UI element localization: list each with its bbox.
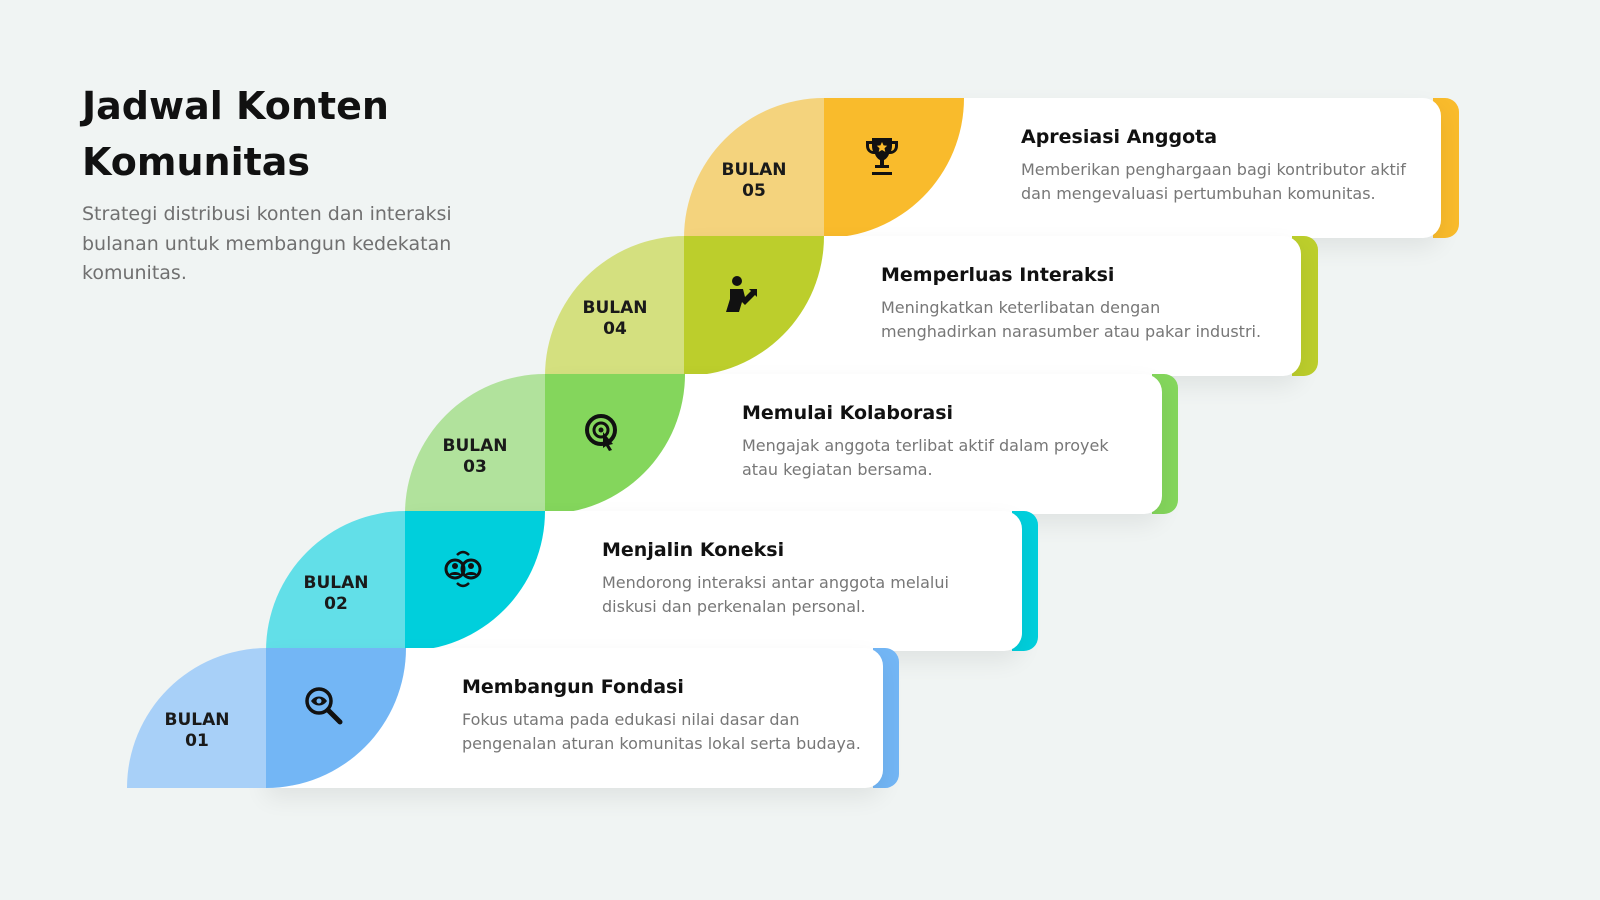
trophy-icon (860, 134, 904, 178)
month-label: BULAN 01 (127, 710, 267, 752)
month-badge: BULAN 01 (127, 648, 267, 788)
month-label: BULAN 05 (684, 160, 824, 202)
people-network-icon (441, 547, 485, 591)
eye-magnifier-icon (302, 684, 346, 728)
step-month-03: BULAN 03 Memulai Kolaborasi Mengajak ang… (0, 372, 1600, 516)
step-description: Meningkatkan keterlibatan dengan menghad… (881, 298, 1262, 341)
step-description: Fokus utama pada edukasi nilai dasar dan… (462, 710, 861, 753)
page-title: Jadwal Konten Komunitas (82, 84, 389, 184)
page-subtitle: Strategi distribusi konten dan interaksi… (82, 203, 452, 284)
month-label-number: 05 (742, 181, 766, 201)
step-month-01: BULAN 01 Membangun Fondasi Fokus utama p… (0, 646, 1600, 790)
month-label-number: 01 (185, 731, 209, 751)
month-label-word: BULAN (442, 436, 508, 456)
month-badge: BULAN 02 (266, 511, 406, 651)
target-icon (581, 410, 625, 454)
step-title: Membangun Fondasi (462, 676, 684, 698)
step-month-04: BULAN 04 Memperluas Interaksi Meningkatk… (0, 234, 1600, 378)
month-badge: BULAN 03 (405, 374, 545, 514)
step-month-05: BULAN 05 Apresiasi Anggota Memberikan pe… (0, 96, 1600, 240)
month-label: BULAN 02 (266, 573, 406, 615)
step-title: Menjalin Koneksi (602, 539, 785, 561)
step-title: Memperluas Interaksi (881, 264, 1115, 286)
step-description: Memberikan penghargaan bagi kontributor … (1021, 160, 1406, 203)
month-label: BULAN 03 (405, 436, 545, 478)
step-month-02: BULAN 02 Menjalin Koneksi Mendorong inte… (0, 509, 1600, 653)
month-label-number: 02 (324, 594, 348, 614)
person-growth-icon (720, 272, 764, 316)
month-badge: BULAN 04 (545, 236, 685, 376)
month-badge: BULAN 05 (684, 98, 824, 238)
step-description: Mendorong interaksi antar anggota melalu… (602, 573, 949, 616)
step-title: Apresiasi Anggota (1021, 126, 1218, 148)
step-description: Mengajak anggota terlibat aktif dalam pr… (742, 436, 1109, 479)
month-label-word: BULAN (721, 160, 787, 180)
month-label-word: BULAN (164, 710, 230, 730)
month-label-word: BULAN (303, 573, 369, 593)
month-label: BULAN 04 (545, 298, 685, 340)
step-title: Memulai Kolaborasi (742, 402, 954, 424)
month-label-word: BULAN (582, 298, 648, 318)
month-label-number: 04 (603, 319, 627, 339)
month-label-number: 03 (463, 457, 487, 477)
